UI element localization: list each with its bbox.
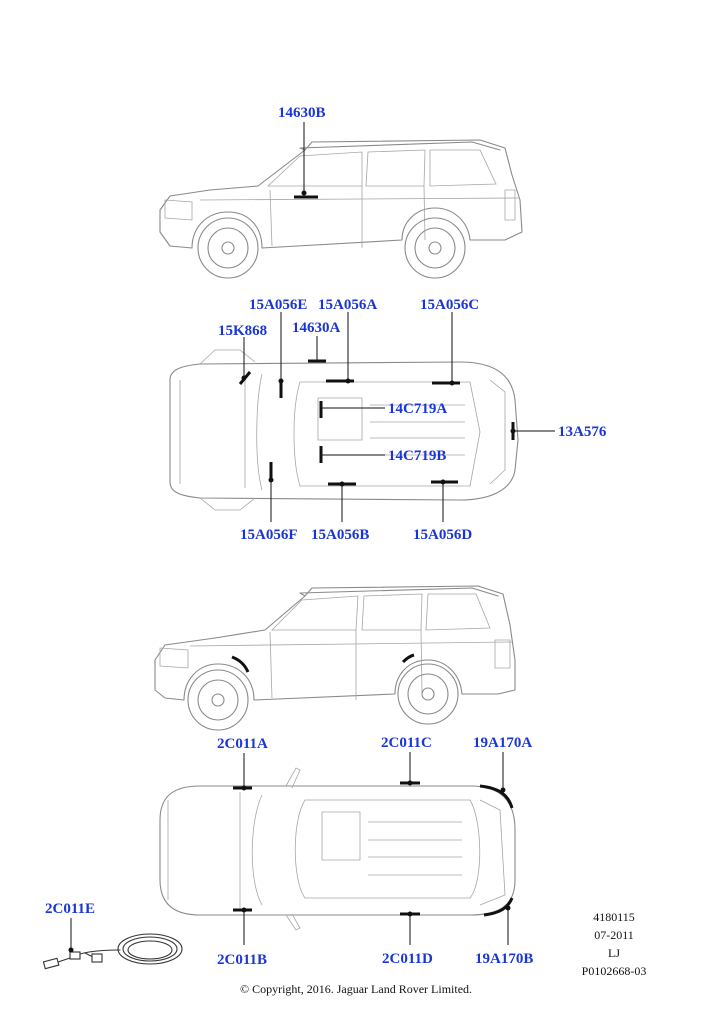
callout-15A056B[interactable]: 15A056B <box>311 527 369 543</box>
leader-dot-14630B <box>301 190 307 196</box>
meta-line-3: LJ <box>608 946 620 960</box>
leader-dot-13A576 <box>510 428 516 434</box>
wheel-arch-harness-rear <box>401 653 415 664</box>
callout-2C011D[interactable]: 2C011D <box>382 951 433 967</box>
leader-dot-15A056E <box>278 378 284 384</box>
callout-15A056A[interactable]: 15A056A <box>318 297 377 313</box>
callout-15A056F[interactable]: 15A056F <box>240 527 298 543</box>
vehicle-side-view-lower <box>154 585 516 731</box>
callout-19A170B[interactable]: 19A170B <box>475 951 533 967</box>
part-marker-19A170A <box>479 784 514 809</box>
vehicle-top-view-lower <box>159 767 516 931</box>
leader-dot-2C011B <box>241 907 247 913</box>
meta-line-1: 4180115 <box>593 910 635 924</box>
vehicle-side-view-upper <box>159 139 523 279</box>
callout-2C011B[interactable]: 2C011B <box>217 952 267 968</box>
part-marker-19A170B <box>483 897 514 917</box>
leader-dot-2C011C <box>407 780 413 786</box>
leader-dot-15A056C <box>449 380 455 386</box>
leader-dot-15A056A <box>345 378 351 384</box>
callout-19A170A[interactable]: 19A170A <box>473 735 532 751</box>
copyright: © Copyright, 2016. Jaguar Land Rover Lim… <box>240 982 472 996</box>
callout-14630B[interactable]: 14630B <box>278 105 326 121</box>
leader-dot-19A170B <box>505 905 511 911</box>
leader-dot-15A056B <box>339 481 345 487</box>
cable-harness-2C011E <box>42 933 183 970</box>
callout-2C011C[interactable]: 2C011C <box>381 735 432 751</box>
callout-14C719B[interactable]: 14C719B <box>388 448 446 464</box>
callout-15A056C[interactable]: 15A056C <box>420 297 479 313</box>
callout-14630A[interactable]: 14630A <box>292 320 341 336</box>
wheel-arch-harness-front <box>231 655 250 673</box>
leader-dot-15K868 <box>241 375 247 381</box>
callout-14C719A[interactable]: 14C719A <box>388 401 447 417</box>
callout-15A056E[interactable]: 15A056E <box>249 297 307 313</box>
leader-dot-19A170A <box>500 787 506 793</box>
callout-2C011A[interactable]: 2C011A <box>217 736 268 752</box>
meta-line-4: P0102668-03 <box>582 964 647 978</box>
leader-dot-2C011D <box>407 911 413 917</box>
leader-dot-15A056F <box>268 477 274 483</box>
leader-dot-2C011A <box>241 785 247 791</box>
meta-line-2: 07-2011 <box>594 928 634 942</box>
callout-13A576[interactable]: 13A576 <box>558 424 607 440</box>
leader-dot-15A056D <box>440 479 446 485</box>
vehicle-top-view-upper <box>169 349 519 511</box>
leader-dot-2C011E <box>68 947 74 953</box>
callout-15A056D[interactable]: 15A056D <box>413 527 472 543</box>
callout-2C011E[interactable]: 2C011E <box>45 901 95 917</box>
callout-15K868[interactable]: 15K868 <box>218 323 267 339</box>
